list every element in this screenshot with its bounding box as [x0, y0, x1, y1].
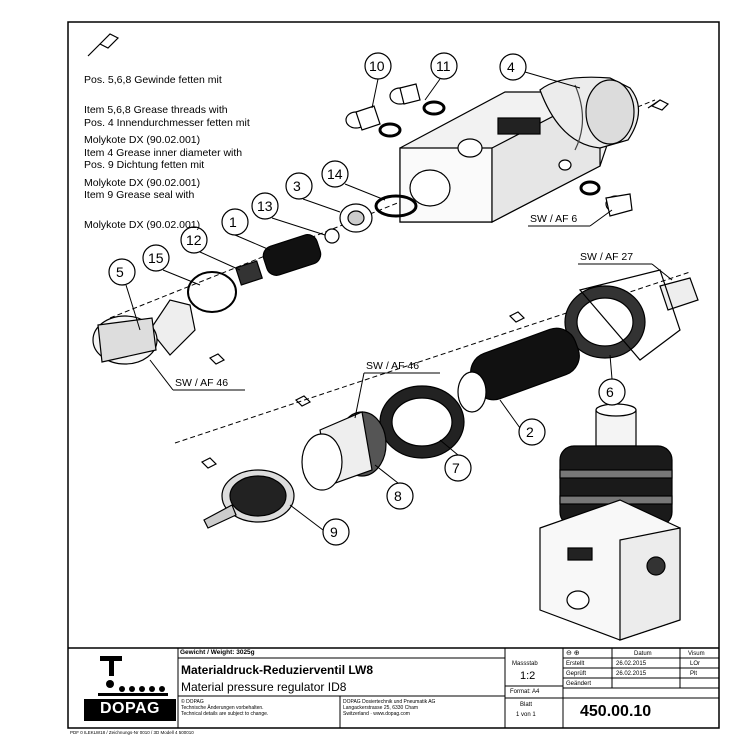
drawing-title-en: Material pressure regulator ID8 — [181, 680, 347, 694]
sheet-label: Blatt — [520, 702, 533, 708]
item-number-12: 12 — [186, 232, 202, 248]
wrench-size-af6: SW / AF 6 — [530, 213, 578, 225]
balloon-2 — [518, 418, 546, 446]
note-3: Pos. 9 Dichtung fetten mit Item 9 Grease… — [84, 140, 204, 240]
item-number-13: 13 — [257, 198, 273, 214]
dopag-logo — [84, 656, 176, 721]
note-1-de: Pos. 5,6,8 Gewinde fetten mit — [84, 74, 222, 86]
row-label: Erstellt — [566, 661, 585, 667]
item-number-5: 5 — [116, 264, 124, 280]
note-1: Pos. 5,6,8 Gewinde fetten mit Item 5,6,8… — [84, 55, 228, 155]
item-number-9: 9 — [330, 524, 338, 540]
valve-body-part — [399, 76, 640, 223]
note-1-en: Item 5,6,8 Grease threads with — [84, 104, 228, 116]
item-number-6: 6 — [606, 384, 614, 400]
wrench-size-af27: SW / AF 27 — [580, 251, 634, 263]
drawing-title-de: Materialdruck-Reduzierventil LW8 — [181, 663, 374, 677]
fitting-parts — [345, 83, 633, 217]
balloon-12 — [180, 226, 208, 254]
note-2-lubricant: Molykote DX (90.02.001) — [84, 177, 201, 189]
row-date: 26.02.2015 — [616, 661, 647, 667]
format: Format: A4 — [510, 689, 540, 695]
item-number-1: 1 — [229, 214, 237, 230]
item-balloons — [108, 52, 626, 546]
item-number-7: 7 — [452, 460, 460, 476]
wrench-size-af46-center: SW / AF 46 — [366, 360, 420, 372]
item-number-10: 10 — [369, 58, 385, 74]
copyright-line: © DOPAG — [181, 699, 204, 705]
copyright-block: © DOPAG Technische Änderungen vorbehalte… — [181, 699, 268, 717]
copyright-line: Technical details are subject to change. — [181, 711, 269, 717]
note-2-de: Pos. 4 Innendurchmesser fetten mit — [84, 117, 250, 129]
balloon-3 — [285, 172, 313, 200]
row-label: Geändert — [566, 681, 592, 687]
spring-and-seal-parts — [92, 194, 418, 365]
balloon-9 — [322, 518, 350, 546]
note-3-en: Item 9 Grease seal with — [84, 189, 195, 201]
assembled-regulator — [539, 403, 681, 641]
sheet-value: 1 von 1 — [516, 712, 536, 718]
note-1-lubricant: Molykote DX (90.02.001) — [84, 134, 201, 146]
balloon-8 — [386, 482, 414, 510]
address-line: Langackerstrasse 25, 6330 Cham — [343, 705, 419, 711]
balloon-14 — [321, 160, 349, 188]
item-number-15: 15 — [148, 250, 164, 266]
drawing-number: 450.00.10 — [580, 703, 652, 720]
row-date: 26.02.2015 — [616, 671, 647, 677]
note-3-de: Pos. 9 Dichtung fetten mit — [84, 159, 205, 171]
drawing-frame — [67, 21, 720, 729]
leader-lines — [125, 71, 673, 531]
footer-text: PDF 0 ILEKLW18 / Zeichnungs-Nr 0010 / 3D… — [70, 730, 194, 735]
note-3-lubricant: Molykote DX (90.02.001) — [84, 219, 201, 231]
balloon-5 — [108, 258, 136, 286]
item-number-4: 4 — [507, 59, 515, 75]
scale-value: 1:2 — [520, 670, 536, 682]
item-number-14: 14 — [327, 166, 343, 182]
title-block-grid — [67, 647, 719, 729]
projection-symbol-icon: ⊖ ⊕ — [566, 650, 580, 657]
row-name: Plt — [690, 671, 698, 677]
row-name: LOr — [690, 661, 701, 667]
address-block: DOPAG Dosiertechnik und Pneumatik AG Lan… — [343, 699, 435, 717]
name-header: Visum — [688, 651, 705, 657]
grease-brush-icon — [87, 33, 670, 469]
note-2-en: Item 4 Grease inner diameter with — [84, 147, 243, 159]
copyright-line: Technische Änderungen vorbehalten. — [181, 705, 264, 711]
company-logo-text: DOPAG — [100, 700, 160, 717]
date-header: Datum — [634, 651, 652, 657]
balloon-15 — [142, 244, 170, 272]
item-number-2: 2 — [526, 424, 534, 440]
address-line: Switzerland · www.dopag.com — [343, 711, 410, 717]
scale-label: Massstab — [512, 661, 538, 667]
item-number-3: 3 — [293, 178, 301, 194]
row-label: Geprüft — [566, 671, 587, 677]
regulator-parts — [203, 269, 699, 529]
balloon-11 — [430, 52, 458, 80]
wrench-size-af46-left: SW / AF 46 — [175, 377, 229, 389]
address-line: DOPAG Dosiertechnik und Pneumatik AG — [343, 699, 436, 705]
balloon-4 — [499, 53, 527, 81]
weight: Gewicht / Weight: 3025g — [180, 649, 255, 656]
item-number-8: 8 — [394, 488, 402, 504]
note-2: Pos. 4 Innendurchmesser fetten mit Item … — [84, 98, 250, 198]
balloon-13 — [251, 192, 279, 220]
item-number-11: 11 — [436, 58, 451, 74]
